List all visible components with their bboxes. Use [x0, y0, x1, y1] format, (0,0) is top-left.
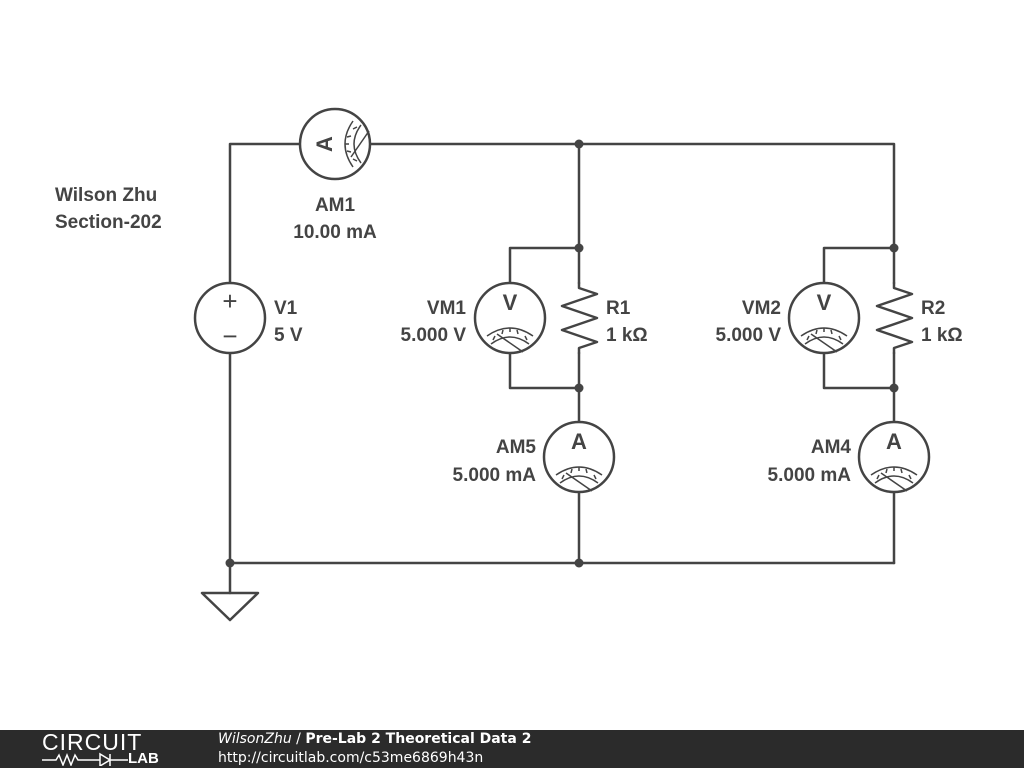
logo-text-circuit: CIRCUIT [42, 729, 143, 755]
footer-author-link[interactable]: WilsonZhu [218, 731, 292, 747]
resistor-r2 [875, 281, 914, 355]
circuit-schematic: + − A V A V [55, 107, 963, 622]
junction-b2-upper [889, 243, 899, 253]
wire-branch1-vm-top [508, 246, 581, 285]
junction-b1-upper [574, 243, 584, 253]
v1-plus-sign: + [222, 286, 237, 316]
voltmeter-vm2: V [787, 281, 861, 355]
am1-name-label: AM1 [315, 195, 356, 216]
am5-name-label: AM5 [496, 437, 537, 458]
vm2-symbol: V [817, 290, 832, 315]
circuitlab-logo[interactable]: CIRCUIT LAB [42, 729, 176, 767]
vm2-name-label: VM2 [742, 298, 781, 319]
junction-bottom-mid [574, 558, 584, 568]
footer-bar: CIRCUIT LAB WilsonZhu / Pre-Lab 2 Theore… [0, 729, 1024, 768]
junctions [225, 139, 899, 568]
voltage-source-v1: + − [193, 281, 267, 355]
r1-value-label: 1 kΩ [606, 325, 648, 346]
wire-branch2-vm-bottom [822, 351, 896, 390]
am4-name-label: AM4 [811, 437, 852, 458]
resistor-r1 [560, 281, 599, 355]
wire-branch2-vm-top [822, 246, 896, 285]
voltmeter-vm1: V [473, 281, 547, 355]
ammeter-am5: A [542, 420, 616, 494]
am4-symbol: A [886, 429, 902, 454]
r2-name-label: R2 [921, 298, 945, 319]
junction-b1-lower [574, 383, 584, 393]
ground-symbol [200, 591, 260, 622]
r1-name-label: R1 [606, 298, 631, 319]
am5-reading-label: 5.000 mA [453, 465, 537, 486]
vm1-symbol: V [503, 290, 518, 315]
logo-resistor-diode-icon [42, 752, 128, 766]
v1-name-label: V1 [274, 298, 298, 319]
section-label: Section-202 [55, 212, 162, 233]
ammeter-am4: A [857, 420, 931, 494]
wire-top-left [228, 142, 302, 285]
am5-symbol: A [571, 429, 587, 454]
ammeter-am1: A [298, 107, 372, 181]
wire-branch1-vm-bottom [508, 351, 581, 390]
vm1-reading-label: 5.000 V [401, 325, 467, 346]
wire-top-right [368, 142, 896, 285]
footer-credit: WilsonZhu / Pre-Lab 2 Theoretical Data 2 [218, 730, 531, 749]
vm1-name-label: VM1 [427, 298, 467, 319]
footer-url-link[interactable]: http://circuitlab.com/c53me6869h43n [218, 750, 484, 766]
r2-value-label: 1 kΩ [921, 325, 963, 346]
junction-b2-lower [889, 383, 899, 393]
am4-reading-label: 5.000 mA [768, 465, 852, 486]
am1-symbol: A [312, 136, 337, 152]
footer-circuit-title[interactable]: Pre-Lab 2 Theoretical Data 2 [305, 731, 532, 747]
junction-bottom-left [225, 558, 235, 568]
am1-reading-label: 10.00 mA [293, 222, 377, 243]
logo-text-lab: LAB [128, 750, 159, 767]
author-name-label: Wilson Zhu [55, 185, 157, 206]
footer-separator: / [291, 731, 306, 747]
junction-top [574, 139, 584, 149]
v1-value-label: 5 V [274, 325, 303, 346]
v1-minus-sign: − [222, 321, 237, 351]
vm2-reading-label: 5.000 V [716, 325, 782, 346]
